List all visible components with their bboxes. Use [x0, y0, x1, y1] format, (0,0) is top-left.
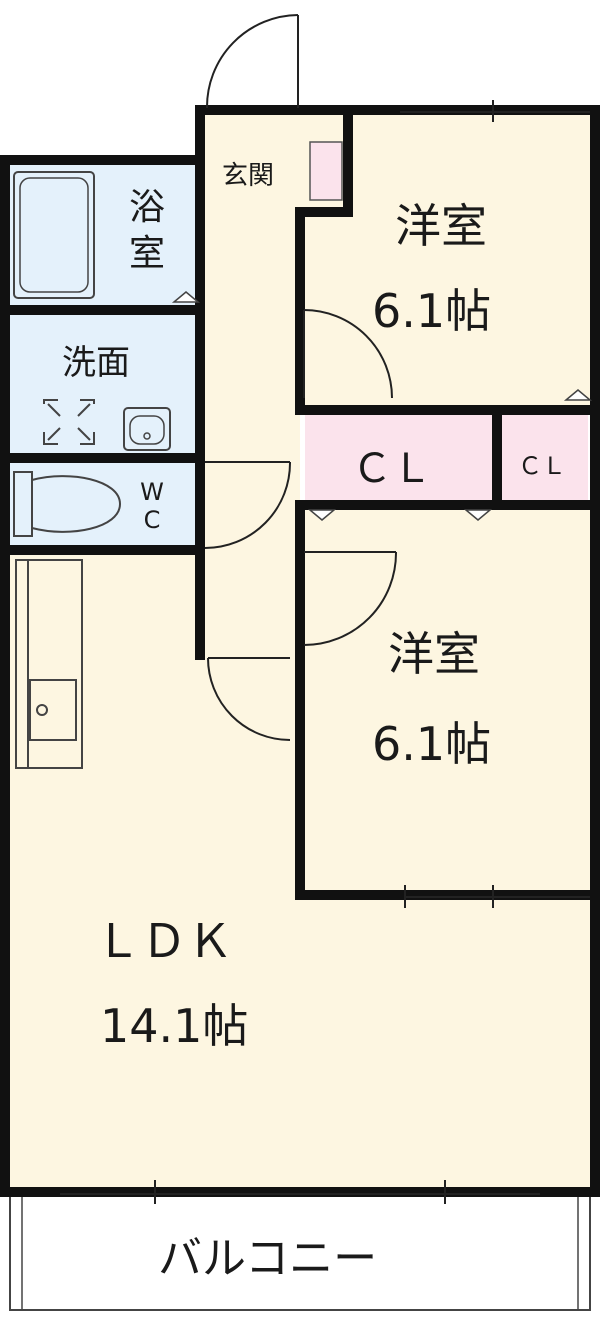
western-room-2-floor	[300, 505, 590, 895]
bath-label: 浴室	[128, 187, 165, 274]
closet-small-floor	[500, 413, 588, 501]
wash-basin	[123, 407, 171, 451]
balcony-label: バルコニー	[158, 1233, 378, 1284]
closet-large-floor	[305, 413, 495, 501]
bath-floor	[10, 162, 200, 308]
window-marks	[60, 100, 590, 1204]
western-room-1-name: 洋室	[395, 199, 487, 253]
balcony-outline	[9, 1194, 591, 1311]
entrance-label: 玄関	[222, 161, 275, 191]
washing-machine-pan	[43, 399, 95, 445]
toilet	[13, 471, 122, 537]
wash-basin-bowl	[129, 415, 165, 445]
bathtub-inner	[19, 177, 89, 293]
wc-label: WC	[140, 478, 164, 534]
entrance-shoe-box	[309, 141, 343, 201]
bathtub	[13, 171, 95, 299]
closet-large-label: ＣＬ	[352, 446, 432, 492]
western-room-1-size: 6.1帖	[372, 284, 492, 338]
kitchen-counter	[15, 559, 83, 769]
western-room-2-size: 6.1帖	[372, 717, 492, 771]
ldk-size: 14.1帖	[100, 999, 249, 1053]
closet-small-label: ＣＬ	[518, 452, 566, 480]
closet-door-markers	[171, 291, 593, 521]
wc-floor	[10, 460, 200, 548]
entrance-floor	[205, 140, 305, 202]
washroom-label: 洗面	[62, 343, 130, 383]
ldk-name: ＬＤＫ	[95, 914, 233, 968]
entrance-door	[205, 14, 299, 109]
washroom-floor	[10, 312, 200, 457]
walls	[0, 105, 600, 1197]
interior-doors	[204, 309, 398, 741]
western-room-2-name: 洋室	[388, 627, 480, 681]
